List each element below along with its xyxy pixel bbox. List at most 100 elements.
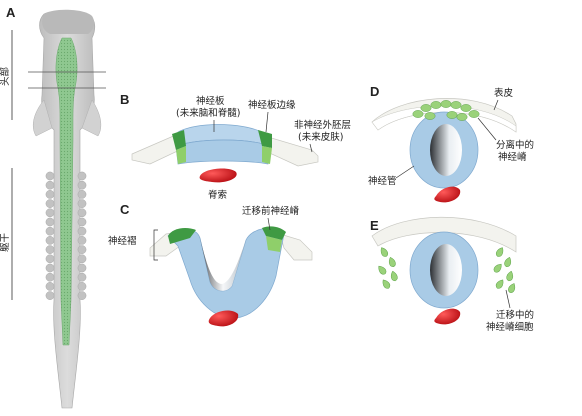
crest-cell	[440, 100, 452, 108]
c-left-crest	[168, 228, 196, 244]
d-delam-label-2: 神经嵴	[498, 151, 527, 163]
migrating-cell	[506, 270, 514, 282]
e-migrating-cells	[378, 247, 516, 293]
b-neural-plate-sublabel: (未来脑和脊髓)	[176, 107, 240, 119]
migrating-cell	[382, 279, 391, 289]
e-migrating-label-2: 神经嵴细胞	[486, 321, 534, 333]
somite	[77, 291, 87, 300]
somite	[45, 171, 55, 181]
somite	[77, 282, 87, 291]
panel-a-label: A	[6, 5, 16, 20]
migrating-cell	[504, 256, 512, 267]
crest-cell	[430, 101, 442, 109]
b-neural-plate-label: 神经板	[196, 95, 225, 107]
b-border-label: 神经板边缘	[248, 99, 296, 111]
somite	[77, 254, 87, 264]
somite	[77, 217, 87, 227]
d-delam-leader	[477, 117, 497, 141]
head-label: 头部	[0, 67, 11, 86]
crest-cell	[468, 110, 480, 118]
c-neural-fold	[167, 227, 285, 319]
c-premigratory-label: 迁移前神经嵴	[242, 205, 300, 217]
b-neural-plate-front	[175, 139, 271, 165]
c-premigratory-leader	[267, 217, 271, 231]
b-right-border	[258, 130, 272, 148]
migrating-cell	[390, 270, 398, 282]
crest-cell	[412, 110, 424, 118]
migrating-cell	[496, 247, 504, 257]
somite	[45, 217, 55, 227]
migrating-cell	[493, 263, 502, 273]
c-right-crest-front	[266, 236, 282, 252]
somite	[45, 199, 55, 208]
d-neural-tube-leader	[395, 165, 415, 179]
crest-cell	[460, 104, 472, 112]
migrating-cell	[495, 279, 504, 289]
migrating-cell	[508, 283, 516, 293]
embryo-right-flap	[81, 99, 102, 137]
e-notochord	[434, 308, 461, 325]
somite	[45, 263, 55, 273]
somite	[77, 180, 87, 190]
b-notochord-label: 脊索	[208, 189, 227, 201]
somite	[45, 272, 55, 282]
somite	[45, 254, 55, 264]
migrating-cell	[378, 265, 387, 275]
c-notochord	[208, 310, 239, 327]
somite	[77, 190, 87, 199]
embryo-left-flap	[33, 99, 53, 137]
e-neural-tube-lumen	[430, 244, 462, 296]
d-delaminating-cells	[412, 100, 480, 121]
d-neural-tube-label: 神经管	[368, 175, 397, 187]
panel-b-label: B	[120, 92, 129, 107]
e-migrating-leader	[505, 289, 511, 309]
panel-c: C 迁移前神经嵴 神经褶	[108, 202, 313, 327]
b-nonneural-label: 非神经外胚层	[294, 119, 351, 131]
trunk-label: 躯干	[0, 233, 11, 252]
crest-cell	[420, 104, 432, 112]
c-skin-sheet-right	[279, 233, 313, 261]
d-neural-tube-lumen	[430, 124, 462, 176]
somite	[45, 245, 55, 254]
b-left-border-front	[176, 146, 186, 164]
b-border-leader	[265, 111, 269, 133]
somite	[77, 245, 87, 254]
panel-b: B 神经板 (未来脑和脊髓) 神经板边缘 非神经外胚层 (未来皮肤) 脊索	[120, 92, 351, 201]
d-delam-label-1: 分离中的	[496, 139, 534, 151]
somite	[77, 226, 87, 236]
somite	[45, 208, 55, 218]
panel-e-label: E	[370, 218, 379, 233]
crest-cell	[424, 112, 436, 120]
somite	[45, 236, 55, 245]
somite	[77, 208, 87, 218]
b-notochord	[199, 168, 237, 183]
panel-d-label: D	[370, 84, 379, 99]
c-folds-bracket	[153, 229, 158, 261]
b-nonneural-sublabel: (未来皮肤)	[298, 131, 343, 143]
somite	[77, 199, 87, 208]
somite	[45, 180, 55, 190]
c-neural-folds-label: 神经褶	[108, 235, 137, 247]
d-notochord	[434, 186, 461, 203]
panel-c-label: C	[120, 202, 130, 217]
somite	[45, 291, 55, 300]
somite	[77, 263, 87, 273]
e-epidermis	[371, 216, 517, 253]
somite	[45, 226, 55, 236]
somite	[77, 236, 87, 245]
d-epidermis-leader	[493, 99, 499, 111]
crest-cell	[456, 113, 468, 121]
somite	[45, 190, 55, 199]
embryo-head-top	[42, 9, 95, 35]
somite	[45, 282, 55, 291]
migrating-cell	[388, 256, 396, 267]
b-left-border	[172, 130, 186, 150]
somite	[77, 272, 87, 282]
e-migrating-label-1: 迁移中的	[496, 309, 534, 321]
somites	[45, 171, 87, 300]
c-groove	[200, 238, 246, 291]
panel-a: A 头部 躯干	[0, 5, 106, 409]
migrating-cell	[380, 247, 388, 257]
somite	[77, 171, 87, 181]
